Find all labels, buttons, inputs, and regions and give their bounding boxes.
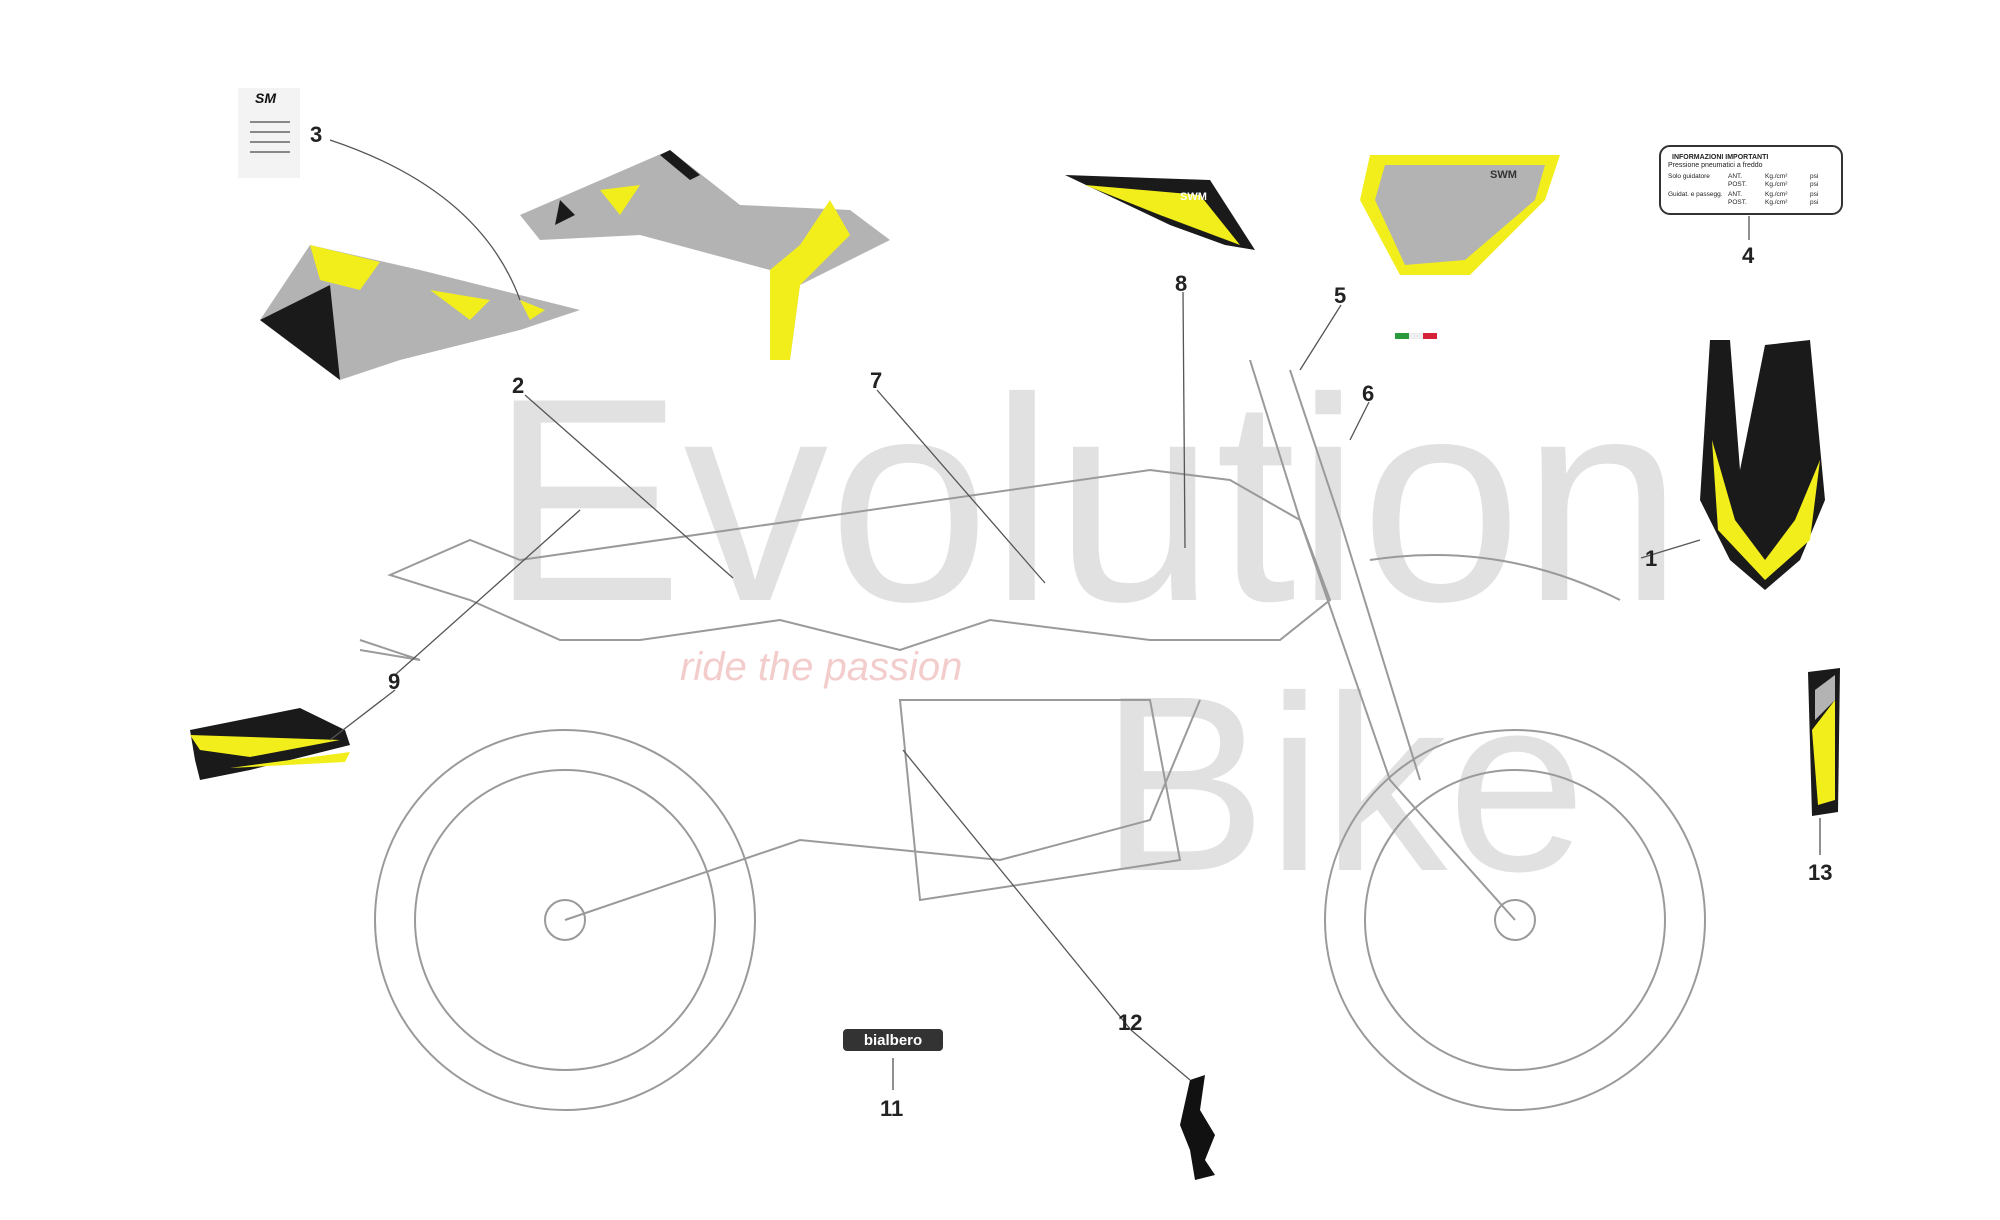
decal-2-side-panel[interactable] bbox=[260, 245, 580, 380]
decal-8-fairing[interactable]: SWM bbox=[1065, 175, 1255, 250]
callout-1: 1 bbox=[1645, 546, 1657, 571]
svg-text:psi: psi bbox=[1810, 173, 1818, 180]
svg-text:Solo guidatore: Solo guidatore bbox=[1668, 173, 1710, 180]
svg-text:Kg./cm²: Kg./cm² bbox=[1765, 181, 1788, 188]
callout-13: 13 bbox=[1808, 860, 1832, 885]
decal-4-tire-pressure-label[interactable]: INFORMAZIONI IMPORTANTI Pressione pneuma… bbox=[1659, 145, 1843, 215]
decal-13-fork[interactable] bbox=[1808, 668, 1840, 816]
callout-9: 9 bbox=[388, 669, 400, 694]
decal-9-rear[interactable] bbox=[190, 708, 350, 780]
callout-5: 5 bbox=[1334, 283, 1346, 308]
svg-text:psi: psi bbox=[1810, 181, 1818, 188]
svg-text:psi: psi bbox=[1810, 191, 1818, 198]
svg-text:Guidat. e passegg.: Guidat. e passegg. bbox=[1668, 191, 1723, 198]
watermark-bike: Bike bbox=[1100, 644, 1586, 923]
callout-3: 3 bbox=[310, 122, 322, 147]
svg-text:Kg./cm²: Kg./cm² bbox=[1765, 199, 1788, 206]
svg-text:SM: SM bbox=[255, 90, 276, 106]
callout-11: 11 bbox=[880, 1096, 903, 1121]
svg-text:POST.: POST. bbox=[1728, 181, 1747, 188]
callout-4: 4 bbox=[1742, 243, 1755, 268]
svg-text:INFORMAZIONI IMPORTANTI: INFORMAZIONI IMPORTANTI bbox=[1672, 154, 1768, 161]
watermark-tagline: ride the passion bbox=[680, 645, 962, 689]
decal-5-number-plate[interactable]: SWM bbox=[1360, 155, 1560, 275]
svg-text:ANT.: ANT. bbox=[1728, 173, 1742, 180]
decal-11-bialbero-badge[interactable]: bialbero bbox=[843, 1029, 943, 1051]
decal-3-sticker[interactable]: SM bbox=[238, 88, 300, 178]
leader-lines bbox=[329, 139, 1821, 1090]
svg-text:Pressione pneumatici a freddo: Pressione pneumatici a freddo bbox=[1668, 162, 1763, 169]
decal-7-tank[interactable] bbox=[520, 150, 890, 360]
svg-text:Kg./cm²: Kg./cm² bbox=[1765, 191, 1788, 198]
callout-6: 6 bbox=[1362, 381, 1374, 406]
svg-text:Kg./cm²: Kg./cm² bbox=[1765, 173, 1788, 180]
svg-text:SWM: SWM bbox=[1490, 169, 1517, 181]
svg-text:POST.: POST. bbox=[1728, 199, 1747, 206]
watermark-evolution: Evolution bbox=[490, 338, 1683, 662]
callout-8: 8 bbox=[1175, 271, 1187, 296]
svg-text:psi: psi bbox=[1810, 199, 1818, 206]
callout-2: 2 bbox=[512, 373, 524, 398]
svg-text:bialbero: bialbero bbox=[864, 1032, 922, 1049]
svg-text:ANT.: ANT. bbox=[1728, 191, 1742, 198]
callout-12: 12 bbox=[1118, 1010, 1142, 1035]
svg-text:SWM: SWM bbox=[1180, 191, 1207, 203]
motorcycle-outline bbox=[359, 359, 1706, 1111]
decal-6-flag[interactable] bbox=[1395, 333, 1437, 339]
decal-12-frame-guard[interactable] bbox=[1180, 1075, 1215, 1180]
callout-7: 7 bbox=[870, 368, 882, 393]
decal-1-front-fender[interactable] bbox=[1700, 340, 1825, 590]
